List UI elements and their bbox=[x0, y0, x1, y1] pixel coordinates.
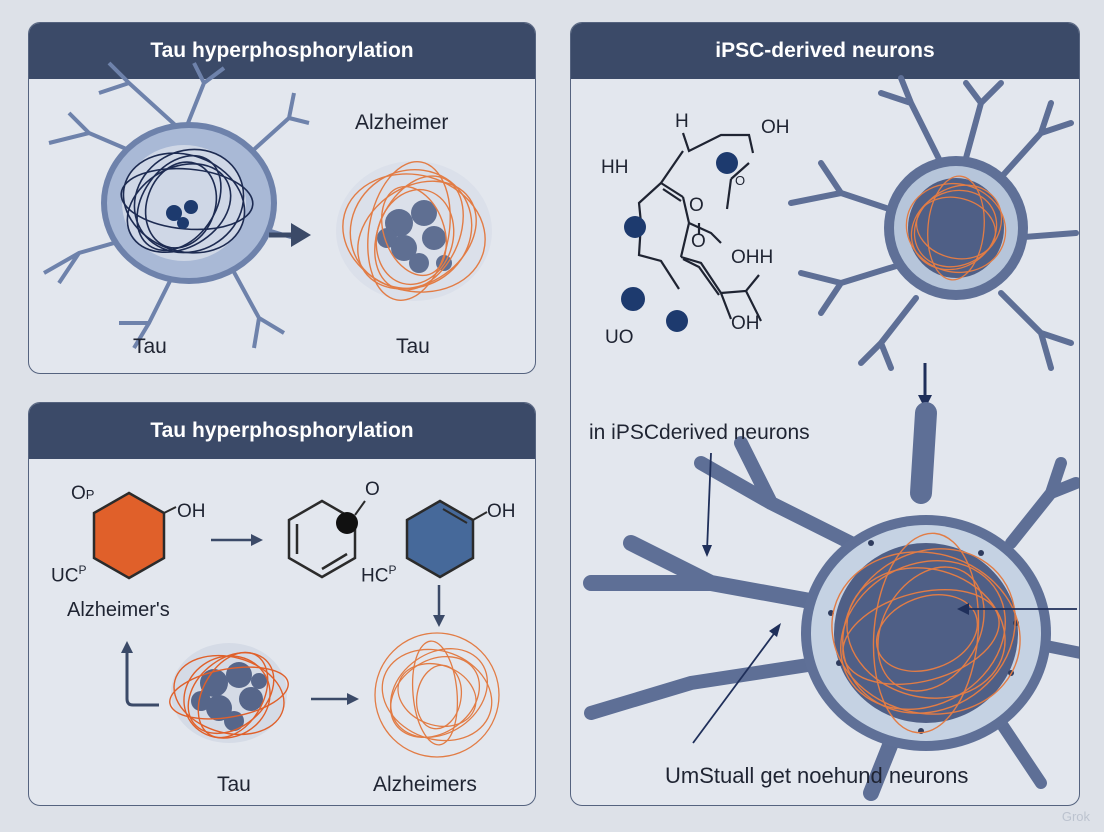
label-alzheimers-bottom: Alzheimers bbox=[373, 773, 477, 796]
upper-neuron bbox=[788, 75, 1079, 371]
panel-title-text: iPSC-derived neurons bbox=[715, 39, 935, 62]
arrow-curved-up bbox=[121, 641, 159, 707]
atom-p: P bbox=[78, 563, 87, 577]
label-bottom: UmStuall get noehund neurons bbox=[665, 763, 969, 788]
atom-label: HCP bbox=[361, 563, 396, 587]
ipsc-neuron-illustration bbox=[583, 75, 1079, 801]
arrow-right bbox=[269, 223, 311, 247]
dendrites bbox=[788, 75, 1079, 371]
atom-o: O bbox=[735, 173, 746, 188]
tau-pathway-diagram bbox=[92, 491, 500, 758]
black-atom bbox=[336, 512, 358, 534]
label-tau-right: Tau bbox=[396, 335, 430, 358]
tau-tangle-orange bbox=[342, 161, 486, 301]
nucleus bbox=[834, 543, 1018, 723]
arrow-down bbox=[433, 585, 445, 627]
nucleus bbox=[908, 178, 1004, 278]
molecule-structure bbox=[637, 132, 762, 322]
atom-label: UCP bbox=[51, 563, 86, 587]
arrow-1 bbox=[211, 534, 263, 546]
atom-hc: HC bbox=[361, 565, 389, 587]
neuron-cell bbox=[43, 61, 310, 350]
panel-title-text: Tau hyperphosphorylation bbox=[150, 419, 414, 442]
atom-o: O bbox=[71, 483, 86, 504]
dendrites bbox=[43, 61, 310, 350]
aggregate-blobs bbox=[377, 200, 452, 273]
panel-bottom-left: Tau hyperphosphorylation bbox=[28, 402, 536, 806]
atom-uo: UO bbox=[605, 327, 634, 348]
arrow-down bbox=[918, 363, 932, 409]
tangle bbox=[831, 532, 1021, 734]
label-tau: Tau bbox=[217, 773, 251, 796]
atom-ohh: OHH bbox=[731, 247, 774, 268]
label-in-ipsc-derived: in iPSCderived neurons bbox=[589, 421, 810, 444]
atom-h: H bbox=[675, 111, 689, 132]
watermark: Grok bbox=[1061, 809, 1090, 824]
atom-oh: OH bbox=[761, 117, 790, 138]
atom-p: P bbox=[85, 487, 95, 502]
molecule-dots bbox=[621, 152, 738, 332]
lower-neuron bbox=[583, 402, 1079, 801]
tangle-right bbox=[374, 632, 500, 758]
tau-illustration bbox=[43, 61, 492, 350]
nucleus-dots bbox=[166, 200, 198, 229]
label-alzheimer: Alzheimer bbox=[355, 111, 449, 134]
atom-oh: OH bbox=[177, 501, 206, 522]
panel-title: Tau hyperphosphorylation bbox=[29, 403, 535, 459]
blue-hexagon bbox=[405, 499, 475, 579]
tau-tangle-dark bbox=[120, 148, 254, 254]
tangle bbox=[905, 175, 1007, 281]
atom-p: P bbox=[388, 563, 397, 577]
label-alzheimers-left: Alzheimer's bbox=[67, 599, 170, 621]
atom-label: OP bbox=[71, 483, 94, 505]
panel-top-left: Tau hyperphosphorylation bbox=[28, 22, 536, 374]
atom-o: O bbox=[691, 231, 706, 252]
atom-oh: OH bbox=[487, 501, 516, 522]
aggregate-halo bbox=[336, 161, 492, 301]
panel-title: iPSC-derived neurons bbox=[571, 23, 1079, 79]
atom-uc: UC bbox=[51, 565, 79, 587]
atom-hh: HH bbox=[601, 157, 629, 178]
aggregate-left bbox=[169, 643, 289, 743]
orange-hexagon bbox=[92, 491, 166, 580]
pointer-lines bbox=[692, 452, 1077, 744]
atom-o: O bbox=[365, 479, 380, 500]
arrow-2 bbox=[311, 693, 359, 705]
panel-title-text: Tau hyperphosphorylation bbox=[150, 39, 414, 62]
atom-oh: OH bbox=[731, 313, 760, 334]
panel-right: iPSC-derived neurons bbox=[570, 22, 1080, 806]
atom-o: O bbox=[689, 195, 704, 216]
dendrites bbox=[583, 402, 1079, 801]
label-tau-left: Tau bbox=[133, 335, 167, 358]
